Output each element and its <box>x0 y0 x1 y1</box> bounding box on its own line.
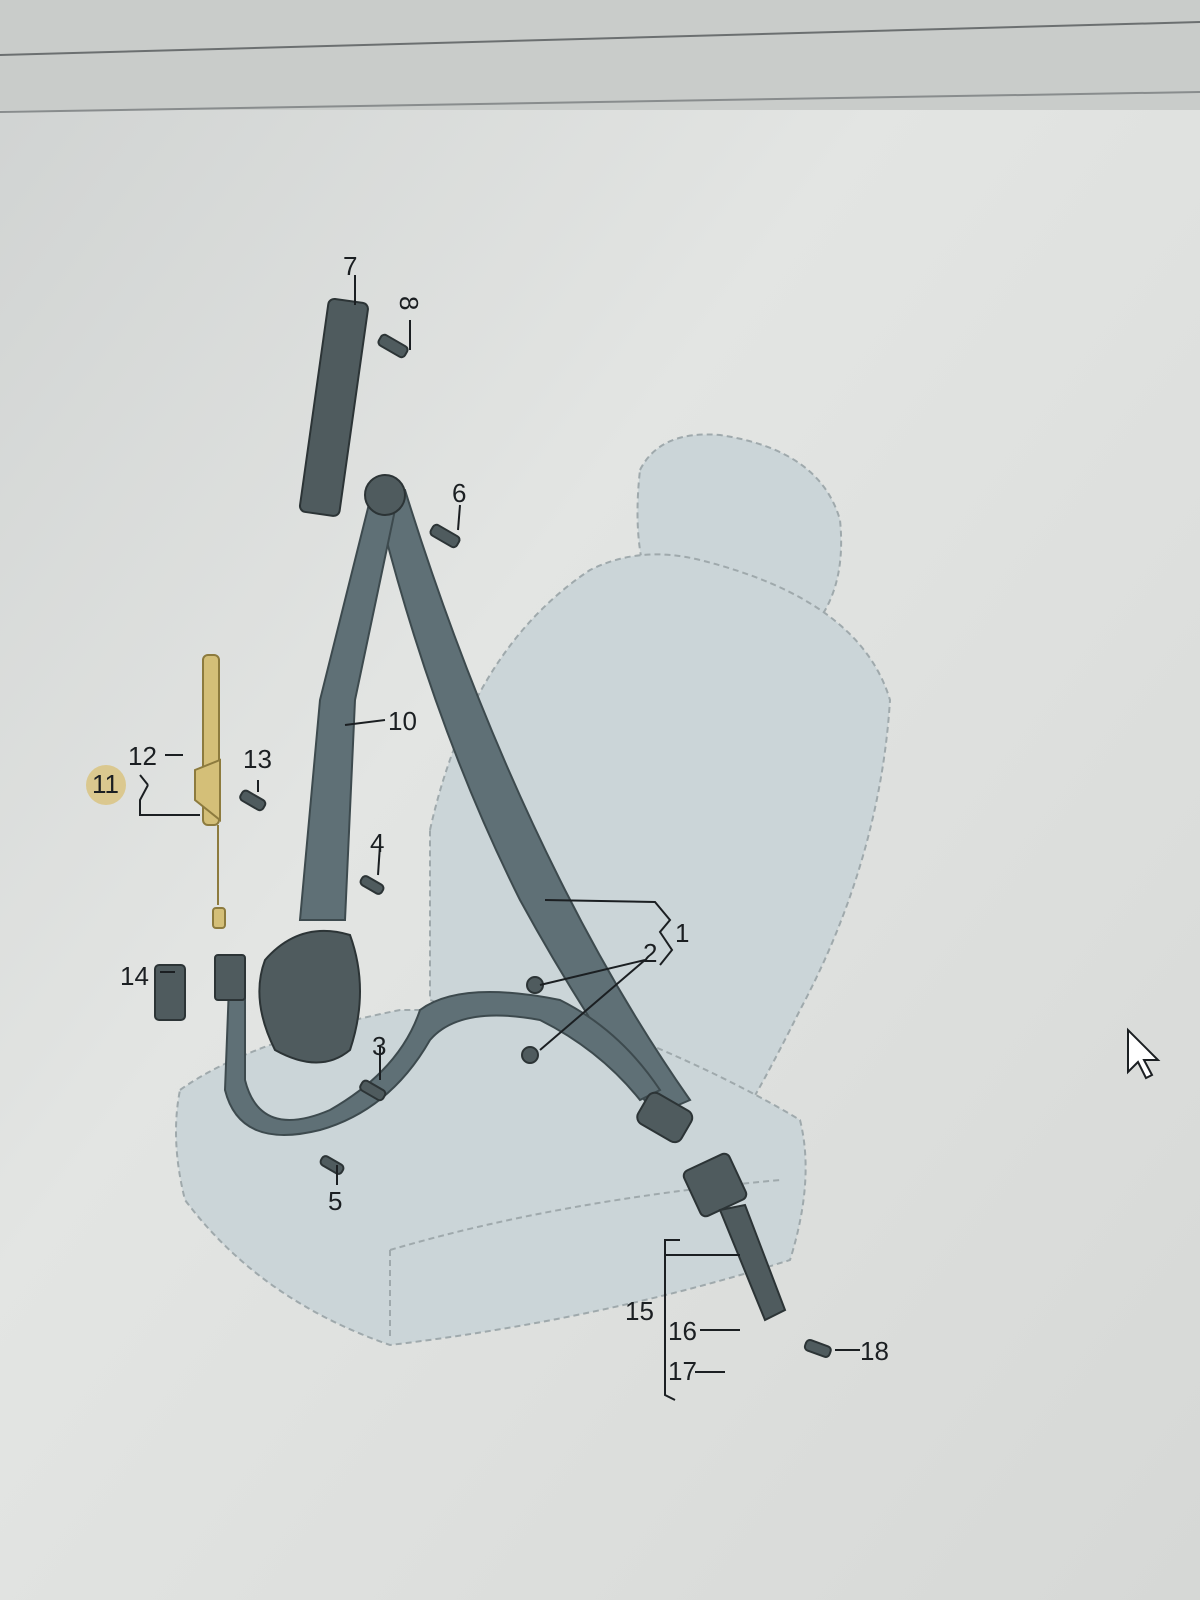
label-part-18[interactable]: 18 <box>860 1336 889 1366</box>
label-part-5[interactable]: 5 <box>328 1186 342 1216</box>
clip-14 <box>154 964 186 1021</box>
mouse-cursor-icon <box>1127 1027 1161 1080</box>
bolt-4 <box>359 875 385 895</box>
label-part-10[interactable]: 10 <box>388 706 417 736</box>
belt-tensioner-highlighted[interactable] <box>194 654 226 929</box>
label-part-6[interactable]: 6 <box>452 478 466 508</box>
seat-backrest <box>429 553 892 1122</box>
bolt-6 <box>429 523 461 549</box>
tongue <box>636 1091 694 1144</box>
label-part-12[interactable]: 12 <box>128 741 157 771</box>
window-top-edge <box>0 0 1200 113</box>
label-part-7[interactable]: 7 <box>343 251 357 281</box>
height-adjuster-rail <box>298 297 369 517</box>
label-part-1[interactable]: 1 <box>675 918 689 948</box>
guide-clip <box>214 954 246 1001</box>
lap-strap <box>223 959 662 1136</box>
label-part-15[interactable]: 15 <box>625 1296 654 1326</box>
label-part-2[interactable]: 2 <box>643 938 657 968</box>
label-part-13[interactable]: 13 <box>243 744 272 774</box>
grommet <box>521 1046 539 1064</box>
label-part-16[interactable]: 16 <box>668 1316 697 1346</box>
part-labels: 7 8 6 10 12 11 13 4 1 2 14 3 5 15 16 17 … <box>92 251 889 1386</box>
buckle <box>682 1152 748 1218</box>
retractor <box>258 929 361 1064</box>
label-part-14[interactable]: 14 <box>120 961 149 991</box>
belt-hardware <box>154 297 832 1358</box>
bolt-13 <box>239 789 267 812</box>
upper-diagonal-strap <box>373 488 692 1117</box>
bolt-3 <box>359 1079 387 1102</box>
label-part-8[interactable]: 8 <box>394 296 424 310</box>
upper-anchor <box>364 474 406 516</box>
label-part-4[interactable]: 4 <box>370 828 384 858</box>
highlight-marker <box>86 765 126 805</box>
bolt-8 <box>377 333 409 359</box>
buckle-stalk <box>718 1203 787 1322</box>
seat-belt-webbing <box>223 488 692 1136</box>
label-part-17[interactable]: 17 <box>668 1356 697 1386</box>
leader-lines <box>139 275 860 1401</box>
label-part-3[interactable]: 3 <box>372 1031 386 1061</box>
bolt-18 <box>803 1338 832 1358</box>
label-part-11[interactable]: 11 <box>92 769 119 799</box>
